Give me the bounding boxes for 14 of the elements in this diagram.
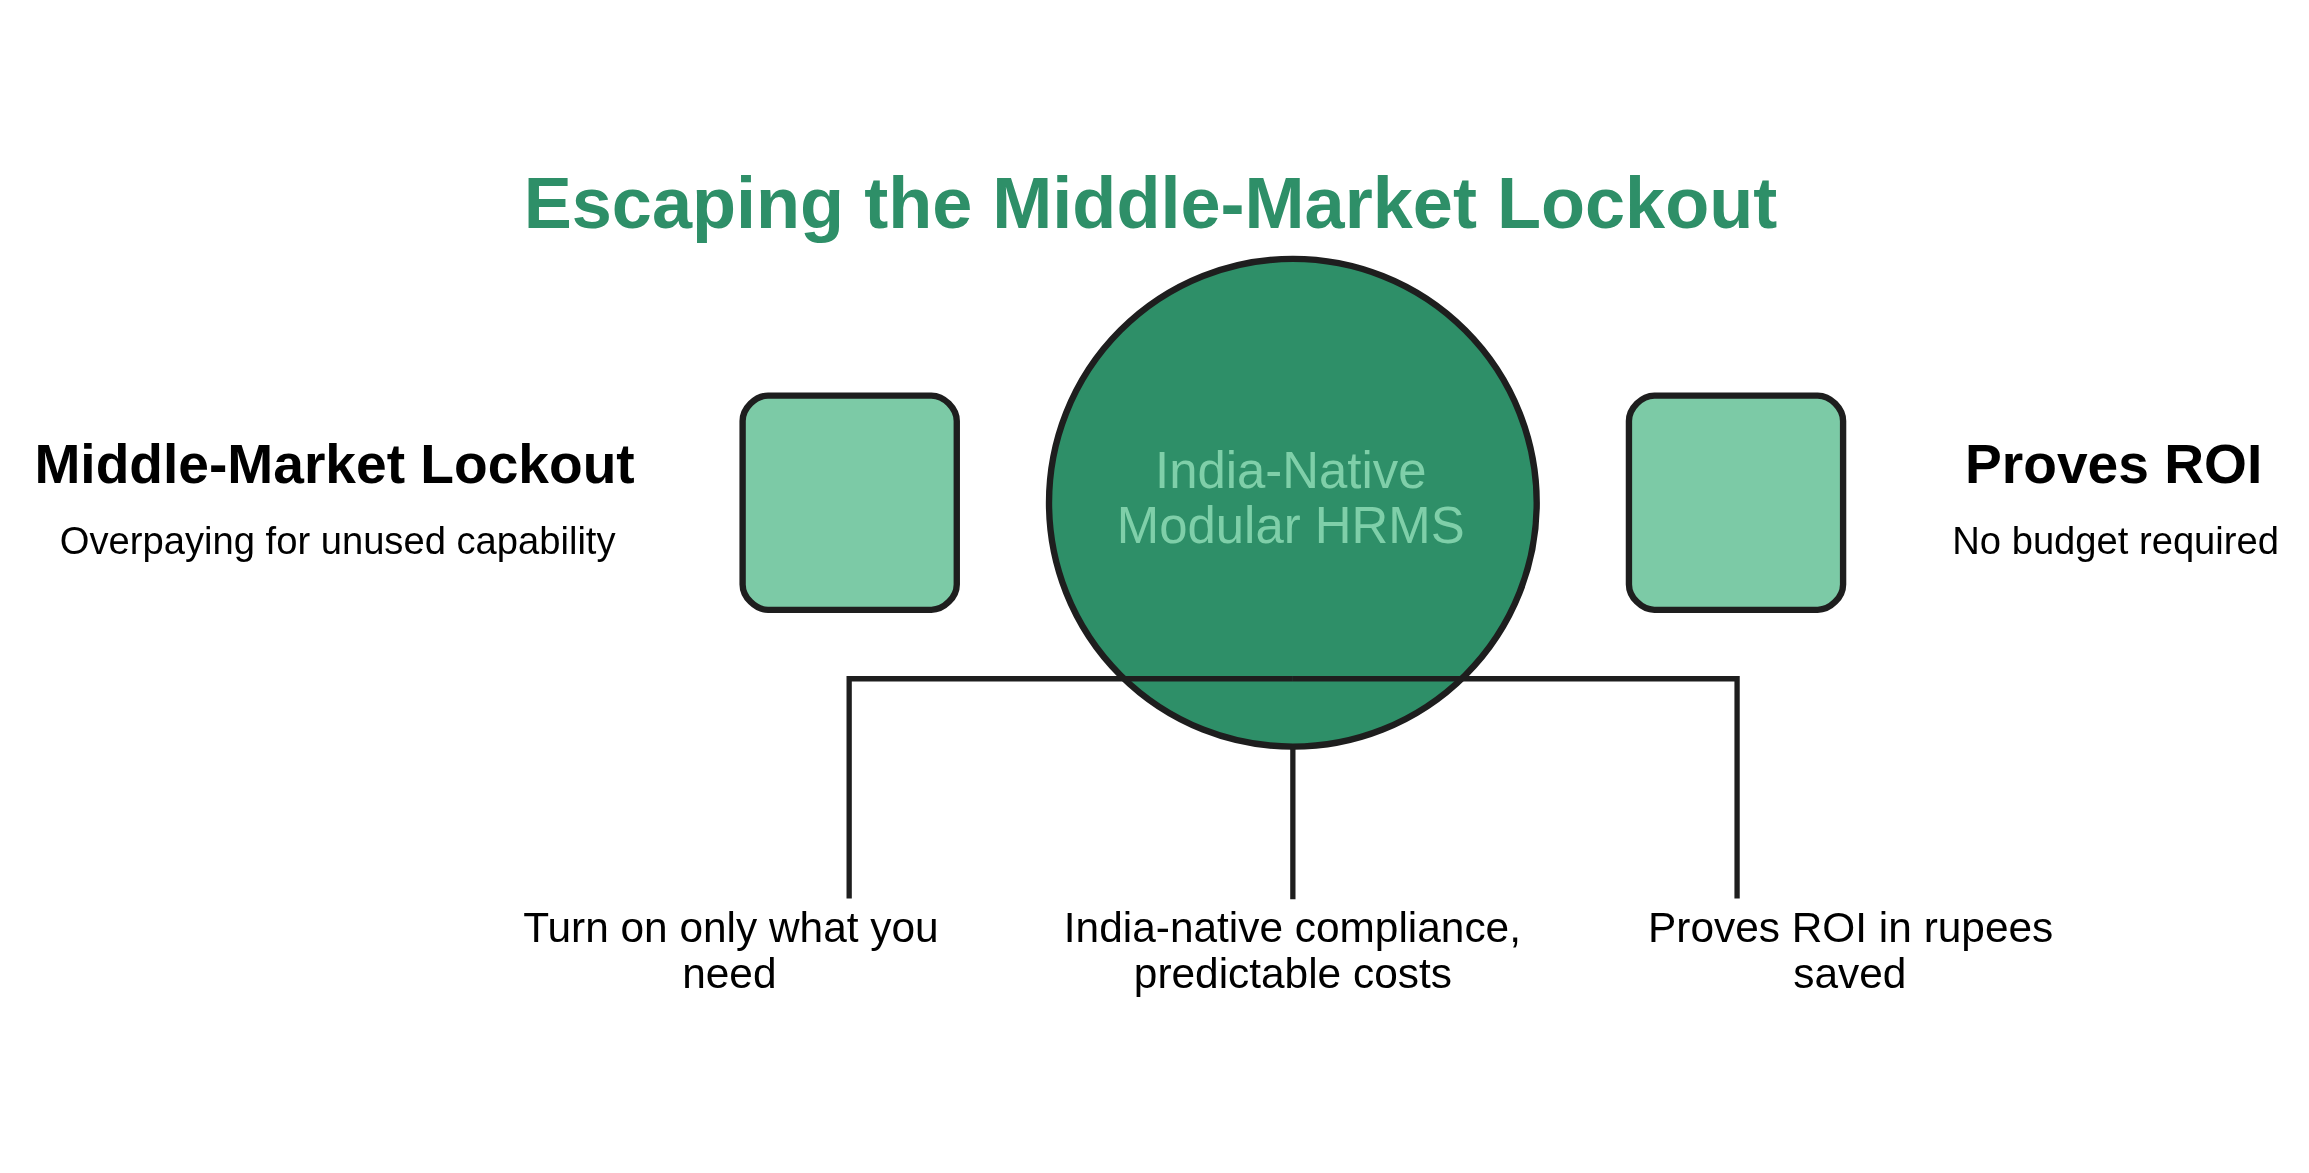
node-box [1625, 392, 1847, 613]
node-text: Proves ROI in rupees saved [1648, 903, 2054, 998]
connector [846, 676, 1293, 899]
node-label: No budget required [1952, 519, 2279, 563]
connector [1292, 676, 1740, 899]
node-text: Turn on only what you need [523, 903, 939, 998]
connector [1290, 746, 1296, 900]
node-text: India-native compliance, predictable costs [1063, 903, 1521, 998]
diagram-title: Escaping the Middle-Market Lockout [523, 162, 1778, 243]
node-label: Middle-Market Lockout [34, 433, 635, 496]
node-label: Overpaying for unused capability [59, 519, 616, 563]
node-box [739, 392, 960, 613]
node-circle: India-Native Modular HRMS [1045, 255, 1540, 750]
node-label: Proves ROI [1965, 433, 2263, 496]
